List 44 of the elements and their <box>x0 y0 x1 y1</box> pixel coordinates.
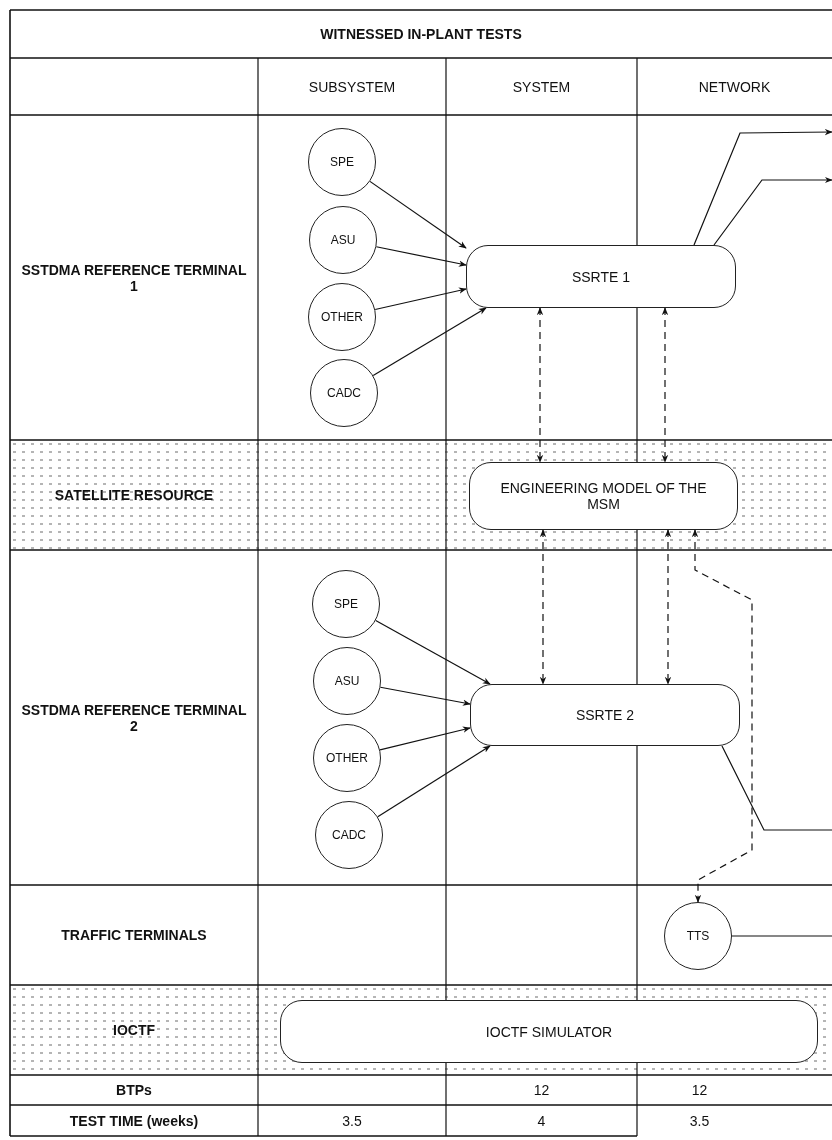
row-header: SATELLITE RESOURCE <box>54 487 214 503</box>
arrow <box>369 180 467 249</box>
row-header: SSTDMA REFERENCE TERMINAL 1 <box>20 261 248 294</box>
arrow <box>661 307 669 463</box>
table-value: 3.5 <box>689 1112 710 1129</box>
circle-node: OTHER <box>313 724 381 792</box>
arrow <box>375 246 467 267</box>
table-value: 3.5 <box>342 1112 362 1129</box>
rounded-box: IOCTF SIMULATOR <box>280 1000 818 1063</box>
arrow <box>691 529 753 903</box>
arrow <box>539 529 547 685</box>
circle-node: CADC <box>310 359 378 427</box>
row-header: BTPs <box>116 1082 152 1098</box>
circle-node: TTS <box>664 902 732 970</box>
arrow <box>372 307 487 377</box>
arrow <box>374 287 467 311</box>
arrow <box>713 176 832 246</box>
arrow <box>693 128 832 246</box>
table-value: 4 <box>537 1112 546 1129</box>
rounded-box: SSRTE 2 <box>470 684 740 746</box>
arrow <box>379 686 471 706</box>
row-header: TEST TIME (weeks) <box>69 1112 199 1129</box>
column-header: SYSTEM <box>512 78 571 95</box>
rounded-box: SSRTE 1 <box>466 245 736 308</box>
arrow <box>664 529 672 685</box>
circle-node: OTHER <box>308 283 376 351</box>
row-header: IOCTF <box>113 1022 155 1038</box>
rounded-box: ENGINEERING MODEL OF THE MSM <box>469 462 738 530</box>
arrow <box>377 745 491 818</box>
arrow <box>379 726 471 751</box>
circle-node: CADC <box>315 801 383 869</box>
circle-node: ASU <box>309 206 377 274</box>
column-header: NETWORK <box>698 78 771 95</box>
column-header: SUBSYSTEM <box>308 78 396 95</box>
table-title: WITNESSED IN-PLANT TESTS <box>320 26 522 42</box>
circle-node: SPE <box>312 570 380 638</box>
table-value: 12 <box>691 1082 708 1098</box>
row-header: SSTDMA REFERENCE TERMINAL 2 <box>20 701 248 734</box>
arrow <box>375 619 491 685</box>
table-value: 12 <box>533 1082 550 1098</box>
arrow <box>536 307 544 463</box>
circle-node: SPE <box>308 128 376 196</box>
circle-node: ASU <box>313 647 381 715</box>
row-header: TRAFFIC TERMINALS <box>61 927 207 943</box>
